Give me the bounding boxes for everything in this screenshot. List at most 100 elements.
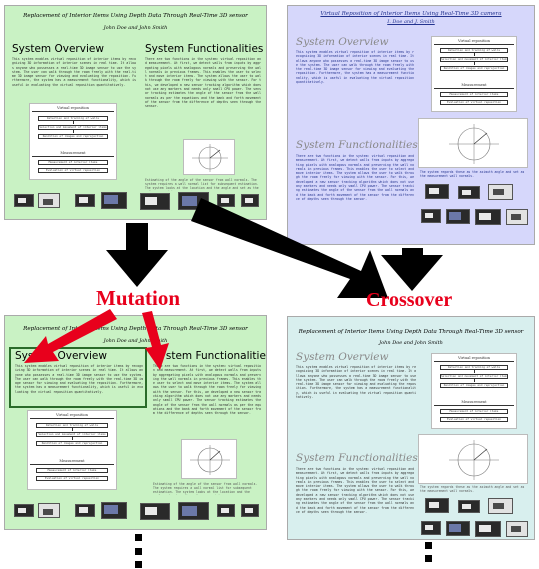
figure-caption: The system regards these as the azimuth …: [420, 485, 525, 493]
virtual-reposition-block: Virtual reposition Detection and trackin…: [30, 413, 114, 455]
photo-thumbnail: [446, 521, 470, 536]
photo-thumbnail: [38, 193, 60, 208]
photo-thumbnail: [178, 502, 209, 520]
photo-thumbnail: [241, 194, 259, 207]
poster-authors: John Doe and John Smith: [103, 338, 168, 344]
ellipsis-dot: [425, 555, 432, 562]
sensor-angle-figure: [418, 118, 528, 168]
ellipsis-dot: [135, 534, 142, 541]
diagram-step: Measurement of interior items: [449, 410, 499, 413]
photo-thumbnail: [14, 194, 34, 207]
flow-diagram: Virtual reposition Detection and trackin…: [431, 353, 517, 429]
diagram-title: Measurement: [32, 151, 114, 157]
photo-thumbnail: [506, 521, 528, 537]
photo-thumbnail: [425, 184, 449, 199]
diagram-step: Selection and movement of interior items: [38, 433, 106, 436]
photo-thumbnail: [506, 209, 528, 225]
poster-title: Virtual Reposition of Interior Items Usi…: [320, 11, 502, 17]
poster-heading-functionalities: System Functionalities: [296, 452, 418, 464]
diagram-step: Measurement of interior items: [47, 469, 97, 472]
poster-title: Replacement of Interior Items Using Dept…: [298, 329, 524, 335]
parent-poster-b: Virtual Reposition of Interior Items Usi…: [287, 5, 535, 245]
diagram-step: Detection and tracking of walls: [46, 117, 100, 120]
measurement-block: Measurement Measurement of interior item…: [32, 151, 114, 179]
virtual-reposition-block: Virtual reposition Detection and trackin…: [434, 356, 514, 396]
sensor-angle-figure: [181, 439, 237, 479]
mutation-child-poster: Replacement of Interior Items Using Dept…: [4, 315, 267, 530]
diagram-step: Rendition of images and reprojection: [443, 384, 505, 387]
figure-caption: Estimating of the angle of the sensor fr…: [153, 482, 258, 495]
sensor-angle-figure: [418, 434, 528, 484]
ellipsis-dot: [135, 548, 142, 555]
diagram-step: Rendition of images and reprojection: [443, 67, 505, 70]
diagram-step: Measurement of interior items: [449, 93, 499, 96]
measurement-block: Measurement Measurement of interior item…: [434, 83, 514, 111]
ellipsis-dot: [425, 542, 432, 549]
photo-thumbnail: [488, 184, 513, 200]
diagram-title: Virtual reposition: [32, 106, 114, 112]
photo-thumbnail: [38, 503, 60, 518]
photo-thumbnail: [425, 498, 449, 513]
diagram-title: Virtual reposition: [434, 39, 514, 45]
poster-heading-functionalities: System Functionalities: [145, 43, 264, 55]
poster-heading-functionalities: System Functionalities: [296, 139, 418, 151]
photo-thumbnail: [14, 504, 34, 517]
mutation-label: Mutation: [96, 286, 180, 310]
poster-authors: John Doe and John Smith: [379, 340, 443, 346]
ellipsis-dot: [135, 561, 142, 568]
photo-thumbnail: [75, 504, 95, 517]
diagram-step: Evaluation of virtual reposition: [447, 101, 501, 104]
figure-caption: Estimating of the angle of the sensor fr…: [145, 178, 259, 191]
photo-thumbnail: [140, 503, 170, 520]
poster-functionalities-text: There are two functions in the system: v…: [296, 467, 414, 514]
photo-thumbnail: [488, 498, 513, 514]
poster-heading-overview: System Overview: [15, 350, 107, 362]
poster-title: Replacement of Interior Items Using Dept…: [23, 13, 248, 19]
diagram-step: Evaluation of virtual reposition: [45, 477, 99, 480]
poster-overview-text: This system enables virtual reposition o…: [15, 364, 143, 394]
diagram-step: Evaluation of virtual reposition: [447, 418, 501, 421]
photo-thumbnail: [421, 209, 441, 223]
poster-title: Replacement of Interior Items Using Dept…: [23, 326, 248, 332]
diagram-step: Detection and tracking of walls: [45, 424, 99, 427]
poster-heading-overview: System Overview: [296, 351, 389, 363]
photo-thumbnail: [458, 500, 480, 513]
crossover-arrow: [381, 248, 443, 291]
diagram-step: Rendition of images and reprojection: [42, 135, 104, 138]
flow-diagram: Virtual reposition Detection and trackin…: [29, 103, 117, 180]
diagram-title: Measurement: [434, 400, 514, 406]
poster-overview-text: This system enables virtual reposition o…: [296, 365, 416, 400]
diagram-title: Virtual reposition: [434, 356, 514, 362]
poster-heading-functionalities: System Functionalities: [153, 350, 267, 362]
photo-thumbnail: [446, 209, 470, 224]
virtual-reposition-block: Virtual reposition Detection and trackin…: [434, 39, 514, 79]
poster-functionalities-text: There are two functions in the system: v…: [153, 364, 261, 416]
photo-thumbnail: [458, 186, 480, 199]
poster-authors: John Doe and John Smith: [103, 25, 168, 31]
photo-thumbnail: [217, 504, 235, 517]
parent-poster-a: Replacement of Interior Items Using Dept…: [4, 5, 267, 220]
diagram-title: Virtual reposition: [30, 413, 114, 419]
diagram-title: Measurement: [434, 83, 514, 89]
poster-overview-text: This system enables virtual reposition o…: [12, 57, 136, 87]
flow-diagram: Virtual reposition Detection and trackin…: [431, 36, 517, 112]
crossover-child-poster: Replacement of Interior Items Using Dept…: [287, 316, 535, 540]
diagram-step: Evaluation of virtual reposition: [46, 169, 100, 172]
photo-thumbnail: [75, 194, 95, 207]
mutation-arrow: [106, 223, 168, 287]
photo-thumbnail: [217, 194, 235, 207]
diagram-step: Detection and tracking of walls: [447, 366, 501, 369]
crossover-label: Crossover: [366, 289, 453, 311]
poster-functionalities-text: There are two functions in the system: v…: [145, 57, 261, 109]
poster-functionalities-text: There are two functions in the system: v…: [296, 154, 414, 201]
photo-thumbnail: [241, 504, 259, 517]
diagram-step: Selection and movement of interior items: [441, 58, 507, 61]
measurement-block: Measurement Measurement of interior item…: [30, 459, 114, 487]
diagram-step: Detection and tracking of walls: [447, 49, 501, 52]
photo-thumbnail: [421, 521, 441, 535]
poster-heading-overview: System Overview: [12, 43, 104, 55]
diagram-step: Rendition of images and reprojection: [41, 442, 103, 445]
diagram-step: Selection and movement of interior items: [441, 375, 507, 378]
poster-overview-text: This system enables virtual reposition o…: [296, 50, 414, 85]
